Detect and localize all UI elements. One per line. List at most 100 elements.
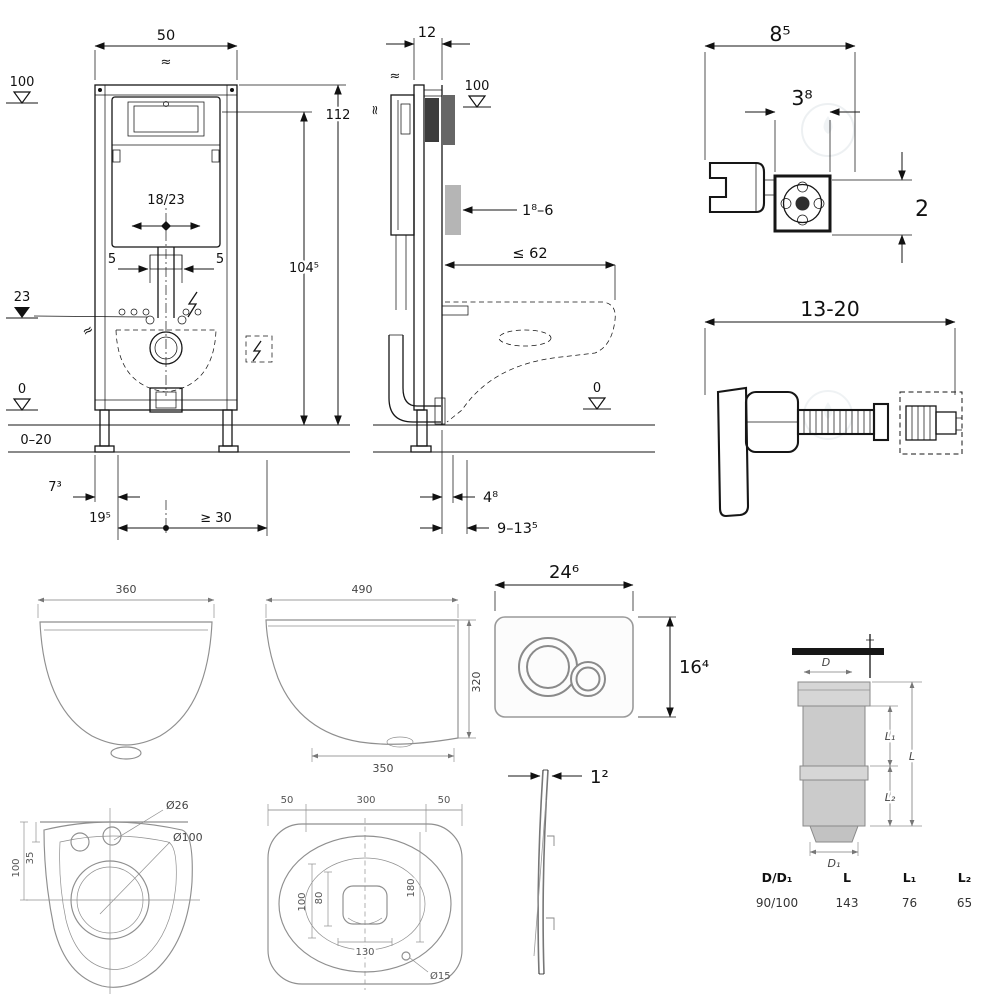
pipe-drawing: D L₁ L₂ L bbox=[740, 620, 1000, 870]
dim-depth-12: 12 bbox=[386, 23, 470, 80]
dim-12-label: 12 bbox=[418, 25, 436, 41]
dim-pipe-l2: L₂ bbox=[870, 765, 922, 827]
dim-height-104: 104⁵ bbox=[222, 111, 321, 426]
wave-icon: ≈ bbox=[368, 105, 383, 116]
dim-62-label: ≤ 62 bbox=[512, 246, 547, 262]
flush-plate-side: 1² bbox=[480, 740, 720, 1000]
dim-300-label: 300 bbox=[356, 795, 375, 806]
dim-35-label: 35 bbox=[25, 852, 36, 865]
level-mark-0: 0 bbox=[6, 382, 38, 412]
wave-icon: ≈ bbox=[161, 55, 172, 70]
frame-side-view: ≈ ≈ 12 100 1⁸–6 ≤ 62 bbox=[365, 0, 665, 560]
dim-center-19: 19⁵ bbox=[87, 500, 169, 536]
dim-wall-48: 4⁸ bbox=[420, 430, 498, 534]
pipe-flange bbox=[792, 634, 884, 678]
dim-100-label: 100 bbox=[11, 858, 22, 877]
pan-front-view: 360 bbox=[0, 560, 250, 800]
dim-l1-label: L₁ bbox=[885, 730, 896, 743]
dim-max-62: ≤ 62 bbox=[444, 244, 616, 300]
dim-5r-label: 5 bbox=[216, 252, 224, 267]
dim-pipe-l1: L₁ bbox=[867, 705, 898, 767]
dim-pipe-d1: D₁ bbox=[809, 842, 859, 870]
dim-48-label: 4⁸ bbox=[483, 490, 498, 506]
level-mark-100: 100 bbox=[6, 75, 38, 105]
level-23-label: 23 bbox=[14, 290, 31, 305]
dim-d-label: D bbox=[822, 656, 830, 669]
dim-pipe-d: D bbox=[803, 654, 853, 675]
dim-360-label: 360 bbox=[116, 583, 137, 596]
dim-112-label: 112 bbox=[326, 108, 351, 123]
dim-plate-164: 16⁴ bbox=[638, 616, 711, 718]
pipe-table-header: L bbox=[843, 870, 851, 885]
dim-246-label: 24⁶ bbox=[549, 562, 579, 583]
dim-pan-360: 360 bbox=[37, 583, 215, 618]
dim-l2-label: L₂ bbox=[885, 791, 896, 804]
dim-pipe-l: L bbox=[872, 681, 922, 827]
level-0-label: 0 bbox=[18, 382, 26, 397]
wc-pan-dashed-outline bbox=[115, 329, 217, 393]
cistern bbox=[111, 96, 221, 248]
dim-pan-350: 350 bbox=[311, 748, 455, 775]
dim-19-label: 19⁵ bbox=[89, 511, 111, 526]
dim-180-label: 180 bbox=[406, 878, 417, 897]
level-mark-0-side: 0 bbox=[583, 381, 611, 411]
dim-38-label: 3⁸ bbox=[791, 86, 812, 110]
dim-plate-246: 24⁶ bbox=[494, 560, 634, 611]
pan-side-shape bbox=[265, 619, 459, 748]
dim-50l-label: 50 bbox=[281, 795, 294, 806]
frame-front-view: ≈ ≈ 50 100 23 0 bbox=[0, 0, 365, 560]
open-level-icon bbox=[12, 398, 32, 412]
dim-85-label: 8⁵ bbox=[769, 22, 790, 46]
rod-handle bbox=[716, 386, 800, 518]
dim-9-135-label: 9–13⁵ bbox=[497, 521, 538, 537]
dim-foot-7: 7³ bbox=[48, 455, 140, 540]
mounting-plate bbox=[425, 98, 439, 142]
frame-side-outline bbox=[390, 84, 455, 453]
dim-pan-320: 320 bbox=[458, 619, 483, 739]
pipe-table-value: 76 bbox=[901, 896, 918, 910]
pipe-table-header: D/D₁ bbox=[761, 870, 793, 885]
wc-pan-side-dashed bbox=[441, 301, 616, 423]
adjustment-block bbox=[445, 185, 461, 235]
waste-pipe-elbow bbox=[388, 334, 446, 425]
dim-top-row: 50 300 50 bbox=[267, 795, 463, 832]
dim-1823-label: 18/23 bbox=[147, 193, 184, 208]
pipe-dimension-table: D/D₁ L L₁ L₂ 90/100 143 76 65 bbox=[742, 868, 992, 910]
pan-top-inner-dims: 100 80 130 180 Ø15 bbox=[297, 832, 451, 982]
level-100-label: 100 bbox=[10, 75, 35, 90]
dim-i100-label: 100 bbox=[297, 892, 308, 911]
dim-7-label: 7³ bbox=[48, 480, 61, 495]
level-mark-100-side: 100 bbox=[463, 79, 491, 109]
dim-min-30: ≥ 30 bbox=[169, 460, 268, 536]
dim-height-112: 112 bbox=[239, 84, 353, 426]
floor-lines-side bbox=[373, 424, 655, 453]
pipe-body bbox=[797, 681, 871, 843]
pan-top-shape bbox=[267, 818, 463, 990]
pan-bottom-labels: Ø26 Ø100 100 35 bbox=[11, 799, 203, 915]
wave-icon: ≈ bbox=[80, 322, 97, 341]
rod-detail: 13-20 bbox=[660, 280, 1000, 560]
dim-130-label: 130 bbox=[355, 947, 374, 958]
hole-100-label: Ø100 bbox=[173, 831, 203, 844]
dim-12sq-label: 1² bbox=[590, 767, 609, 788]
open-level-icon bbox=[467, 95, 487, 109]
dim-5-left: 5 bbox=[108, 252, 151, 283]
dim-350-label: 350 bbox=[373, 762, 394, 775]
power-connection-bolt-icon bbox=[187, 291, 273, 363]
dim-104-label: 104⁵ bbox=[289, 261, 319, 276]
pan-bottom-view: Ø26 Ø100 100 35 bbox=[10, 790, 250, 1000]
dim-490-label: 490 bbox=[352, 583, 373, 596]
dim-320-label: 320 bbox=[470, 672, 483, 693]
pan-top-view: 50 300 50 100 bbox=[250, 790, 490, 1000]
pipe-table-value: 90/100 bbox=[755, 896, 799, 910]
pan-side-view: 490 320 350 bbox=[250, 560, 490, 800]
dim-width-50: 50 bbox=[94, 26, 238, 80]
flush-plate-front: 24⁶ 16⁴ bbox=[480, 555, 720, 755]
filled-level-icon bbox=[14, 307, 30, 318]
rod-connector-dashed bbox=[899, 391, 963, 455]
level-mark-23: 23 bbox=[6, 290, 149, 319]
dim-o15-label: Ø15 bbox=[430, 970, 451, 982]
dim-1320-label: 13-20 bbox=[800, 297, 860, 321]
dim-pan-490: 490 bbox=[265, 583, 459, 618]
